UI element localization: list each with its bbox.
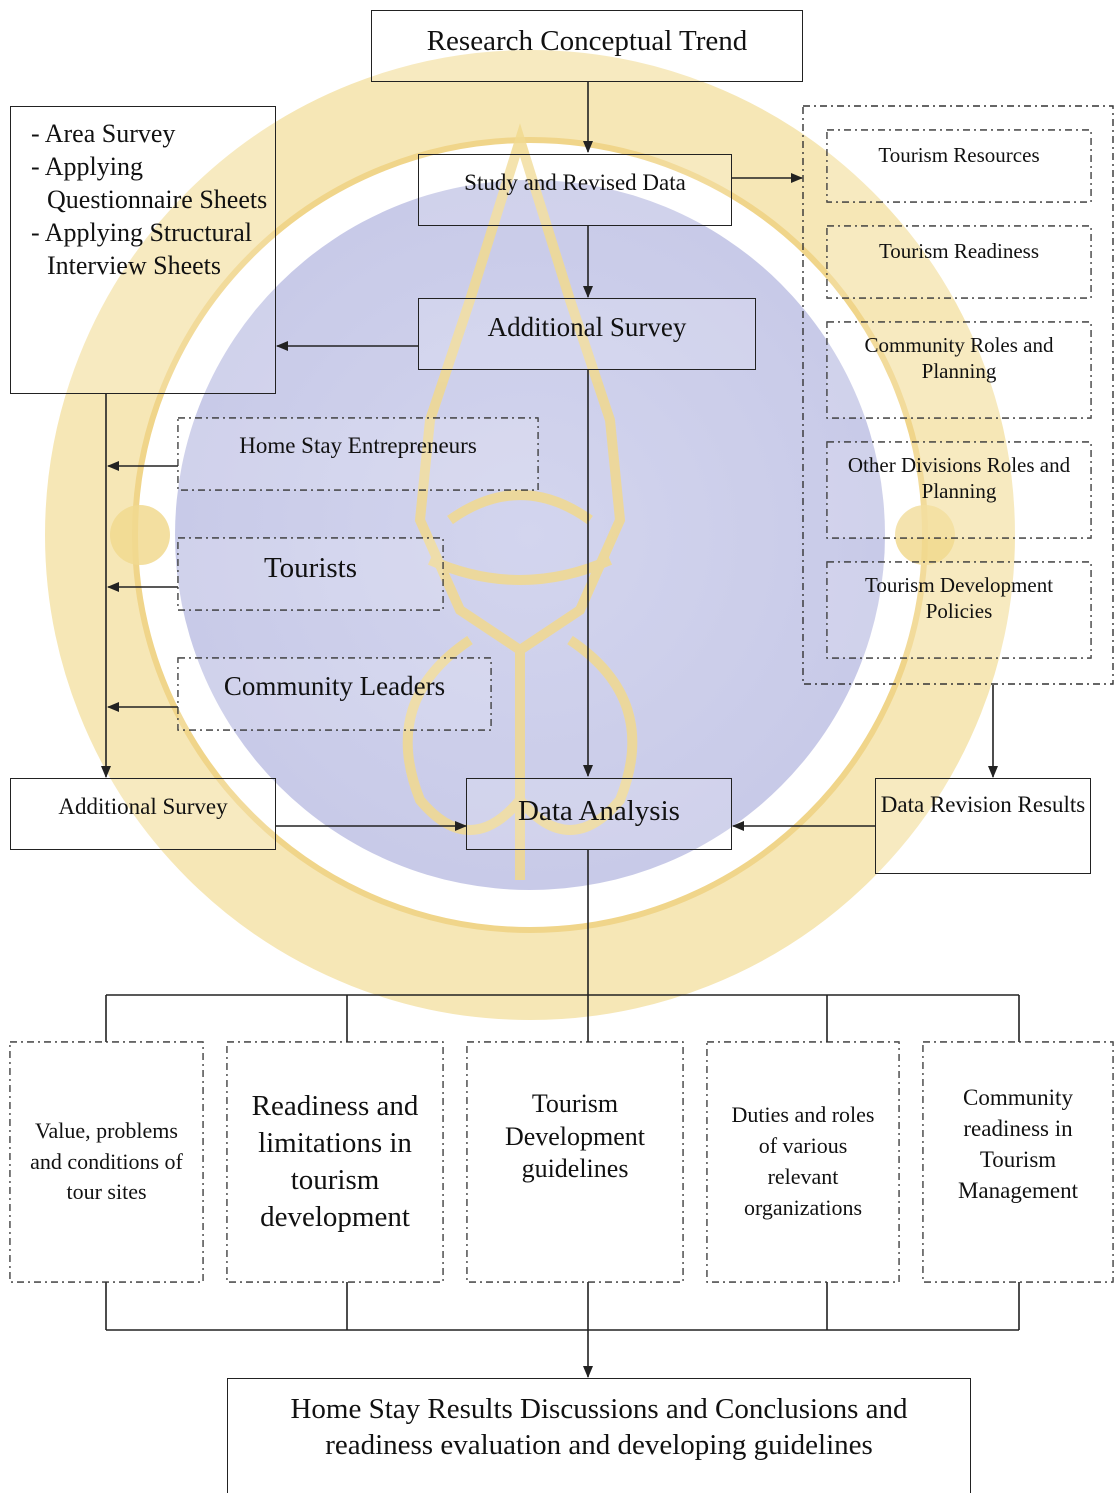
outcome-duties-roles: Duties and roles of various relevant org…	[707, 1042, 899, 1282]
revision-item-label: Tourism Resources	[878, 143, 1040, 167]
study-revised-data-label: Study and Revised Data	[464, 170, 686, 195]
revision-item-tourism-readiness: Tourism Readiness	[827, 226, 1091, 298]
final-conclusions-box: Home Stay Results Discussions and Conclu…	[227, 1378, 971, 1493]
revision-item-label: Tourism Development Policies	[864, 573, 1054, 624]
data-analysis-box: Data Analysis	[466, 778, 732, 850]
method-item: - Area Survey	[31, 119, 176, 148]
revision-item-tourism-resources: Tourism Resources	[827, 130, 1091, 202]
data-revision-results-label: Data Revision Results	[880, 792, 1086, 817]
outcome-label: Tourism Development guidelines	[504, 1089, 646, 1183]
method-item: - Applying Structural Interview Sheets	[31, 218, 252, 280]
final-conclusions-label: Home Stay Results Discussions and Conclu…	[290, 1393, 908, 1462]
outcome-label: Community readiness in Tourism Managemen…	[957, 1085, 1079, 1204]
respondent-community-leaders: Community Leaders	[178, 658, 491, 730]
revision-item-development-policies: Tourism Development Policies	[827, 562, 1091, 658]
methods-list: - Area Survey - Applying Questionnaire S…	[11, 107, 275, 282]
respondent-label: Tourists	[263, 552, 358, 584]
revision-item-label: Other Divisions Roles and Planning	[847, 453, 1071, 504]
outcome-value-problems: Value, problems and conditions of tour s…	[10, 1042, 203, 1282]
revision-item-label: Tourism Readiness	[878, 239, 1040, 263]
methods-box: - Area Survey - Applying Questionnaire S…	[10, 106, 276, 394]
outcome-development-guidelines: Tourism Development guidelines	[467, 1042, 683, 1282]
study-revised-data-box: Study and Revised Data	[418, 154, 732, 226]
data-revision-results-box: Data Revision Results	[875, 778, 1091, 874]
respondent-tourists: Tourists	[178, 538, 443, 610]
method-item: - Applying Questionnaire Sheets	[31, 152, 268, 214]
respondent-label: Community Leaders	[223, 671, 446, 701]
respondent-home-stay-entrepreneurs: Home Stay Entrepreneurs	[178, 418, 538, 490]
revision-item-label: Community Roles and Planning	[864, 333, 1054, 384]
additional-survey-left-label: Additional Survey	[58, 794, 228, 819]
research-conceptual-trend-label: Research Conceptual Trend	[426, 25, 748, 57]
outcome-readiness-limitations: Readiness and limitations in tourism dev…	[227, 1042, 443, 1282]
revision-group-border	[802, 105, 1114, 685]
additional-survey-center-box: Additional Survey	[418, 298, 756, 370]
research-conceptual-trend-box: Research Conceptual Trend	[371, 10, 803, 82]
outcome-label: Duties and roles of various relevant org…	[731, 1102, 875, 1220]
outcome-label: Value, problems and conditions of tour s…	[30, 1117, 183, 1205]
data-analysis-label: Data Analysis	[518, 795, 680, 827]
respondent-label: Home Stay Entrepreneurs	[239, 433, 477, 458]
additional-survey-left-box: Additional Survey	[10, 778, 276, 850]
additional-survey-center-label: Additional Survey	[487, 312, 687, 342]
revision-item-community-roles: Community Roles and Planning	[827, 322, 1091, 418]
revision-item-other-divisions: Other Divisions Roles and Planning	[827, 442, 1091, 538]
outcome-community-readiness: Community readiness in Tourism Managemen…	[923, 1042, 1113, 1282]
outcome-label: Readiness and limitations in tourism dev…	[251, 1090, 419, 1233]
